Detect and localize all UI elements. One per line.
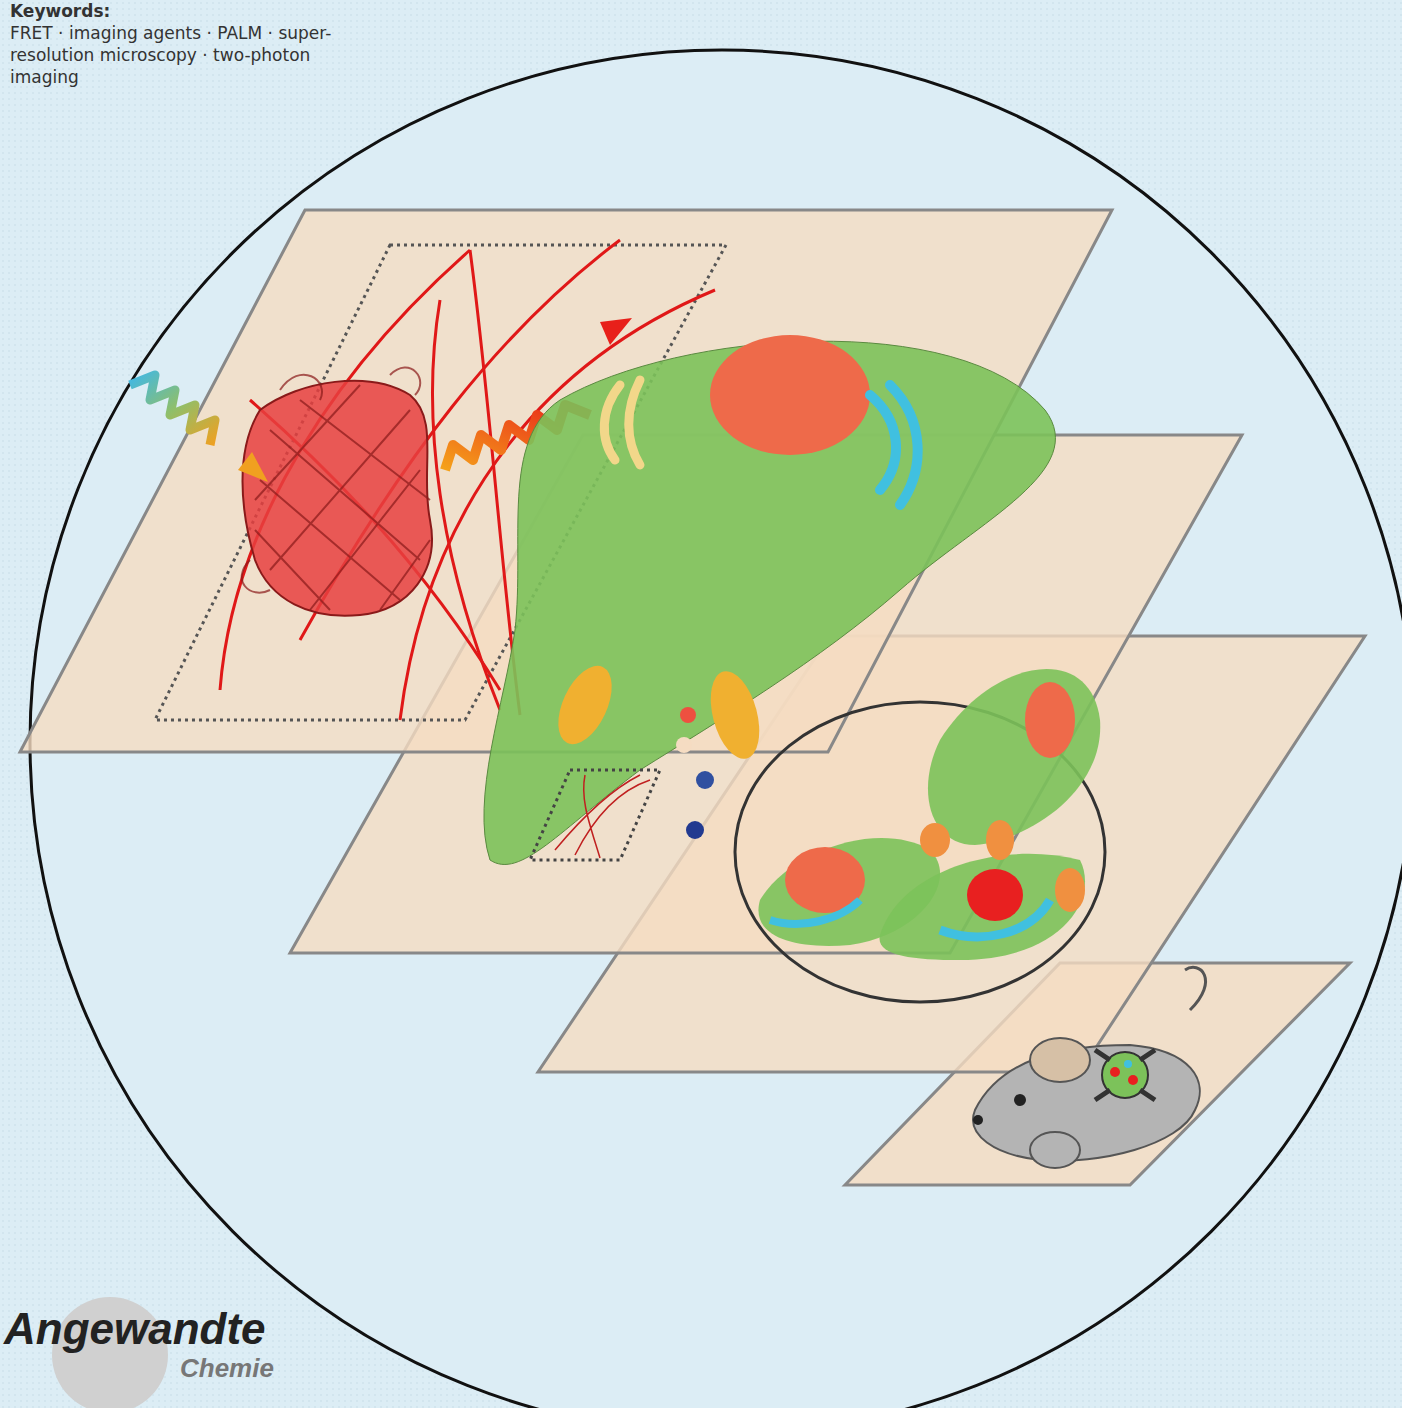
journal-name: Angewandte <box>4 1300 304 1357</box>
fluorescent-protein <box>242 368 432 616</box>
keywords-heading: Keywords: <box>10 0 370 22</box>
keywords-list: FRET · imaging agents · PALM · super-res… <box>10 22 360 88</box>
mouse <box>973 967 1206 1168</box>
tissue <box>735 669 1105 1002</box>
journal-subname: Chemie <box>180 1352 320 1386</box>
